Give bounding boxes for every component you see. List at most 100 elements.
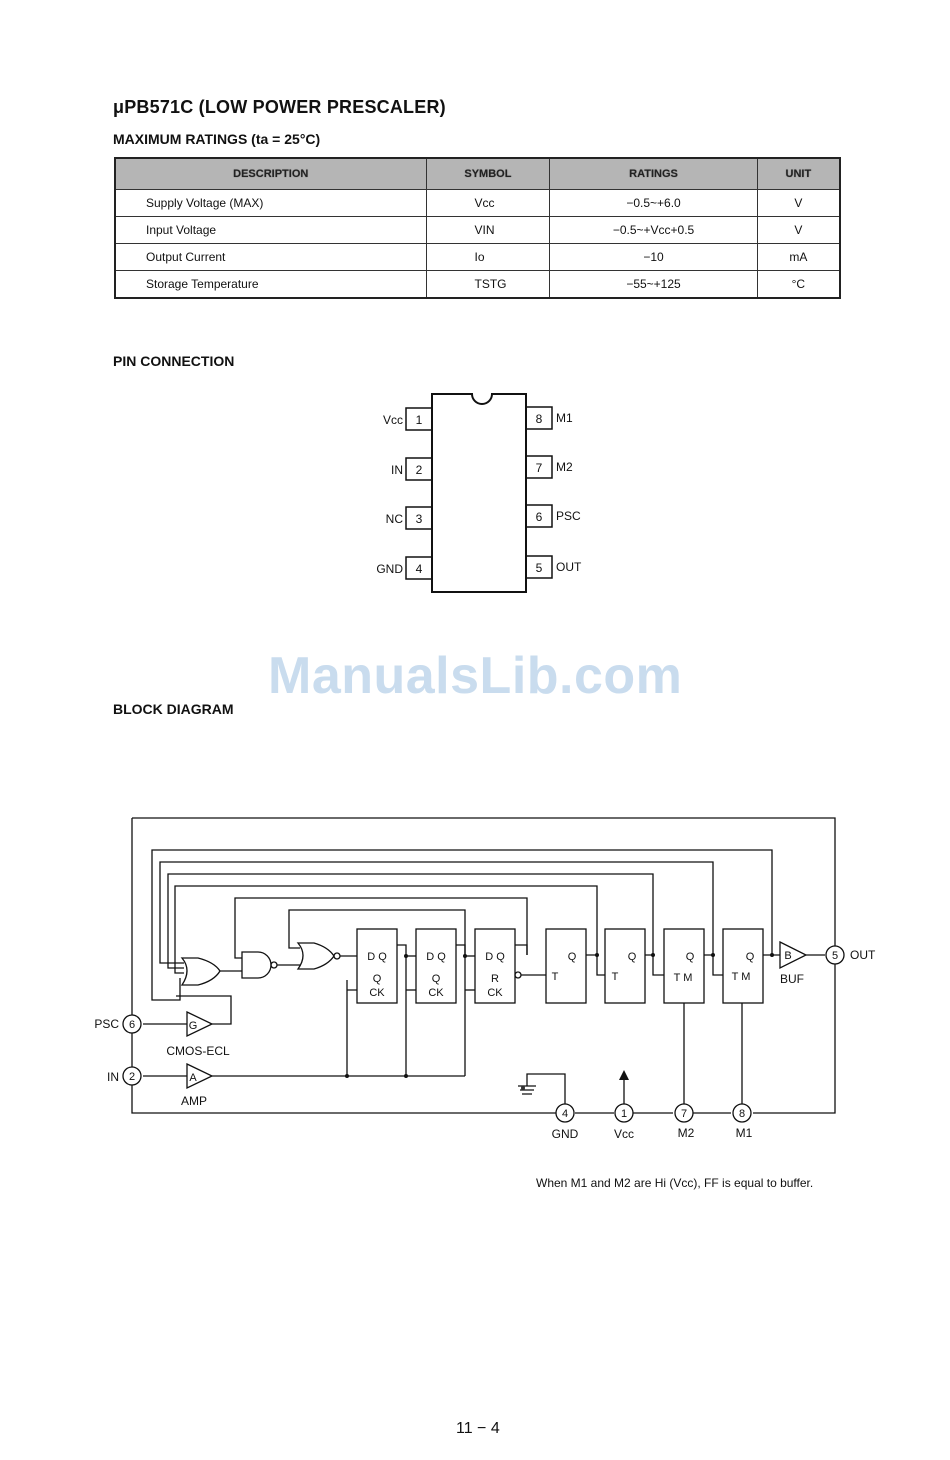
ratings-subtitle: MAXIMUM RATINGS (ta = 25°C) [113,131,321,147]
pin-name: NC [386,512,404,526]
ff1-ck: CK [369,987,385,999]
label-in: IN [107,1070,119,1084]
junction-dot [711,953,715,957]
row-symbol: Vcc [426,189,551,217]
ratings-header-row: DESCRIPTION SYMBOL RATINGS UNIT [115,158,841,190]
pin-number-vcc: 1 [621,1108,627,1120]
wire [176,995,232,1025]
pin-box-4 [405,556,433,580]
pin-box-5 [525,555,553,579]
pin-box-6 [525,504,553,528]
ratings-table: DESCRIPTION SYMBOL RATINGS UNIT Supply V… [114,157,841,299]
ff2-ck: CK [428,987,444,999]
row-rating: −10 [549,243,758,271]
label-vcc: Vcc [614,1127,634,1141]
pin-circle-in [122,1066,142,1086]
label-a: A [189,1072,197,1084]
row-unit: °C [757,270,841,298]
buffer-amp [779,940,808,970]
pin-circle-gnd [555,1103,575,1123]
t-flip-flop-1 [545,928,587,1004]
wire [586,954,605,976]
pin-name: Vcc [383,413,403,427]
row-symbol: TSTG [426,270,551,298]
feedback-loop-3 [167,873,654,969]
pin-name: M2 [556,460,573,474]
tm-flip-flop-2 [722,928,764,1004]
row-description: Storage Temperature [115,270,427,298]
document-title: μPB571C (LOW POWER PRESCALER) [113,97,446,117]
label-psc: PSC [94,1017,119,1031]
row-rating: −0.5~+Vcc+0.5 [549,216,758,244]
table-row: Output Current Io −10 mA [115,243,841,271]
pin-number-out: 5 [832,950,838,962]
feedback-loop-4 [174,885,598,974]
junction-dot [404,1074,408,1078]
pin-box-2 [405,457,433,481]
pin-number-m1: 8 [739,1108,745,1120]
d-flip-flop-2 [415,928,457,1004]
t-flip-flop-2 [604,928,646,1004]
tmff2-tm: T M [732,971,751,983]
table-row: Supply Voltage (MAX) Vcc −0.5~+6.0 V [115,189,841,217]
row-unit: V [757,216,841,244]
table-row: Input Voltage VIN −0.5~+Vcc+0.5 V [115,216,841,244]
pin-number-m2: 7 [681,1108,687,1120]
pin-number: 4 [416,562,423,576]
pin-number: 8 [536,412,543,426]
pin-number: 6 [536,510,543,524]
feedback-loop-6 [288,909,466,955]
pin-name: GND [376,562,403,576]
page-number: 11 − 4 [456,1420,500,1437]
watermark: ManualsLib.com [268,647,683,705]
tm-flip-flop-1 [663,928,705,1004]
feedback-loop-2 [159,861,714,964]
row-unit: mA [757,243,841,271]
label-amp: AMP [181,1094,207,1108]
row-symbol: VIN [426,216,551,244]
footnote: When M1 and M2 are Hi (Vcc), FF is equal… [536,1176,814,1190]
row-symbol: Io [426,243,551,271]
junction-dot [595,953,599,957]
ground-dot [521,1086,525,1090]
ff3-ck: CK [487,987,503,999]
junction-dot [345,1074,349,1078]
pin-circle-m1 [732,1103,752,1123]
label-m2: M2 [678,1126,695,1140]
row-unit: V [757,189,841,217]
ff3-dq: D Q [485,951,505,963]
pin-name: OUT [556,560,582,574]
pin-number: 5 [536,561,543,575]
pin-box-3 [405,506,433,530]
wire [346,980,357,1076]
block-diagram-heading: BLOCK DIAGRAM [113,701,234,717]
pin-number: 3 [416,512,423,526]
tmff1-tm: T M [674,972,693,984]
wire [645,954,664,976]
junction-dot [651,953,655,957]
row-description: Supply Voltage (MAX) [115,189,427,217]
pin-name: IN [391,463,403,477]
pin-circle-out [825,945,845,965]
header-ratings: RATINGS [549,158,758,190]
pin-box-8 [525,406,553,430]
pin-connection-diagram: 1 2 3 4 Vcc IN NC GND 8 7 6 5 M1 M2 PSC … [376,393,582,593]
ground-symbol [518,1085,536,1095]
inverter-bubble [270,961,278,969]
d-flip-flop-1 [356,928,398,1004]
ic-package-outline [431,393,527,593]
pin-name: M1 [556,411,573,425]
d-flip-flop-3 [474,928,516,1004]
row-rating: −55~+125 [549,270,758,298]
vcc-arrow-icon [619,1070,629,1080]
pin-number: 1 [416,413,423,427]
inverter-bubble [333,952,341,960]
pin-number: 7 [536,461,543,475]
wire [515,944,528,955]
label-out: OUT [850,948,876,962]
pin-circle-vcc [614,1103,634,1123]
or-gate-1 [180,957,221,986]
nand-gate [241,951,272,979]
inverter-bubble [514,971,522,979]
